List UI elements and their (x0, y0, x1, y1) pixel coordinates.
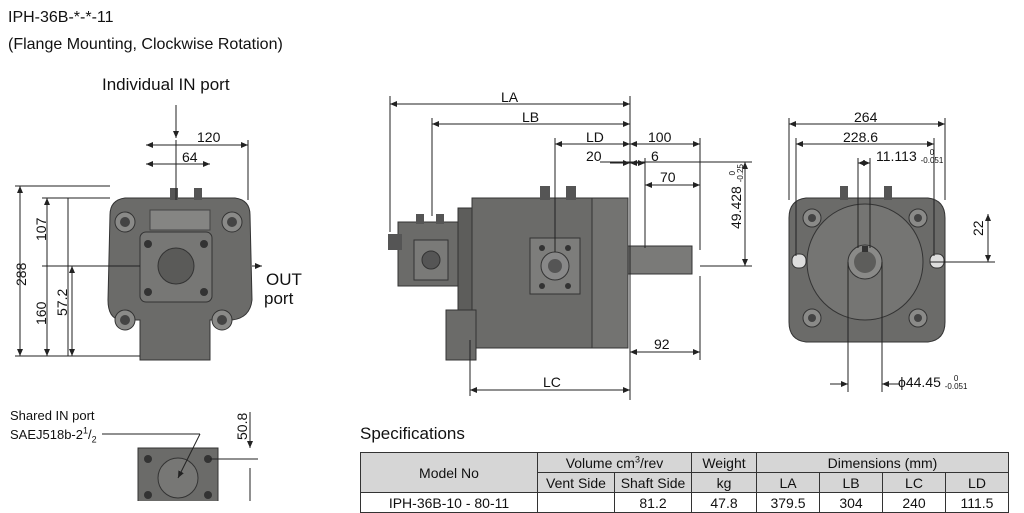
rear-view-dimensions (788, 118, 995, 392)
header-volume-prefix: Volume cm (565, 454, 635, 471)
header-lc: LC (882, 472, 946, 493)
table-header-row: Model No Volume cm3/rev Weight Dimension… (360, 452, 1009, 493)
table-subheader-row: Vent Side Shaft Side kg LA LB LC LD (361, 472, 1009, 493)
dim-la: LA (501, 89, 519, 105)
shaft-diameter-tolerance: 0 -0.051 (945, 375, 968, 391)
shaft-height-tolerance: 0 -0.25 (728, 164, 746, 183)
dim-120: 120 (197, 129, 221, 145)
out-port-label-line1: OUT (266, 270, 302, 289)
header-weight-unit: kg (691, 472, 757, 493)
shared-in-port-spec: SAEJ518b-21/2 (10, 425, 97, 445)
shared-port-spec-main: SAEJ518b-2 (10, 427, 83, 442)
header-volume: Volume cm3/rev (537, 452, 692, 473)
dim-57-2: 57.2 (54, 288, 70, 316)
cell-vent-side (537, 492, 615, 513)
rear-view-pump (788, 186, 946, 343)
header-shaft-side: Shaft Side (614, 472, 692, 493)
header-vent-side: Vent Side (537, 472, 615, 493)
header-weight: Weight (691, 452, 757, 473)
dim-70: 70 (660, 169, 676, 185)
specifications-title: Specifications (360, 424, 465, 443)
shared-port-fraction-den: 2 (91, 434, 97, 445)
side-view-dimensions (389, 96, 752, 400)
key-width-value: 11.113 (876, 148, 917, 164)
shared-in-port-label: Shared IN port (10, 408, 95, 423)
shared-port-flange (137, 447, 219, 501)
front-view-pump (107, 188, 253, 361)
dim-228-6: 228.6 (843, 129, 879, 145)
cell-lc: 240 (882, 492, 946, 513)
key-width-tol-lower: -0.051 (920, 156, 944, 166)
header-dimensions: Dimensions (mm) (756, 452, 1009, 473)
cell-la: 379.5 (756, 492, 820, 513)
shaft-dia-tol-upper: 0 (953, 374, 959, 384)
key-width-tol-upper: 0 (929, 148, 935, 158)
dim-20: 20 (586, 148, 602, 164)
header-model-no: Model No (360, 452, 538, 493)
dim-lc: LC (543, 374, 561, 390)
dim-264: 264 (854, 109, 878, 125)
dim-160: 160 (33, 301, 49, 325)
model-code-title: IPH-36B-*-*-11 (8, 9, 114, 26)
dim-64: 64 (182, 149, 198, 165)
dim-50-8: 50.8 (234, 412, 250, 440)
shaft-height-tol-lower: -0.25 (736, 164, 746, 183)
specifications-table: Model No Volume cm3/rev Weight Dimension… (360, 452, 1009, 513)
mounting-description: (Flange Mounting, Clockwise Rotation) (8, 36, 283, 53)
dim-6: 6 (651, 148, 659, 164)
cell-ld: 111.5 (945, 492, 1009, 513)
shared-port-fraction-num: 1 (83, 425, 89, 436)
dim-288: 288 (13, 262, 29, 286)
key-width-tolerance: 0 -0.051 (921, 149, 944, 165)
dim-shaft-diameter: ϕ44.45 0 -0.051 (898, 374, 967, 391)
dim-ld: LD (586, 129, 604, 145)
header-ld: LD (945, 472, 1009, 493)
technical-drawing (15, 96, 995, 501)
header-la: LA (756, 472, 820, 493)
cell-model: IPH-36B-10 - 80-11 (360, 492, 538, 513)
dim-92: 92 (654, 336, 670, 352)
table-row: IPH-36B-10 - 80-11 81.2 47.8 379.5 304 2… (360, 492, 1009, 513)
shaft-height-value: 49.428 (728, 186, 744, 229)
shaft-diameter-value: ϕ44.45 (898, 374, 941, 390)
cell-shaft-side: 81.2 (614, 492, 692, 513)
dim-107: 107 (33, 217, 49, 241)
dim-lb: LB (522, 109, 540, 125)
dim-shaft-height: 49.428 0 -0.25 (728, 164, 745, 229)
dim-22: 22 (970, 220, 986, 236)
side-view-pump (388, 186, 693, 361)
cell-lb: 304 (819, 492, 883, 513)
dim-key-width: 11.113 0 -0.051 (876, 148, 943, 165)
header-lb: LB (819, 472, 883, 493)
dim-100: 100 (648, 129, 672, 145)
out-port-label-line2: port (264, 289, 294, 308)
header-volume-sup: 3 (634, 453, 640, 464)
individual-in-port-label: Individual IN port (102, 75, 230, 94)
shaft-dia-tol-lower: -0.051 (944, 382, 968, 392)
cell-weight: 47.8 (691, 492, 757, 513)
shared-port-dimensions (102, 412, 258, 501)
header-volume-suffix: /rev (639, 454, 664, 471)
front-view-dimensions (15, 105, 262, 357)
